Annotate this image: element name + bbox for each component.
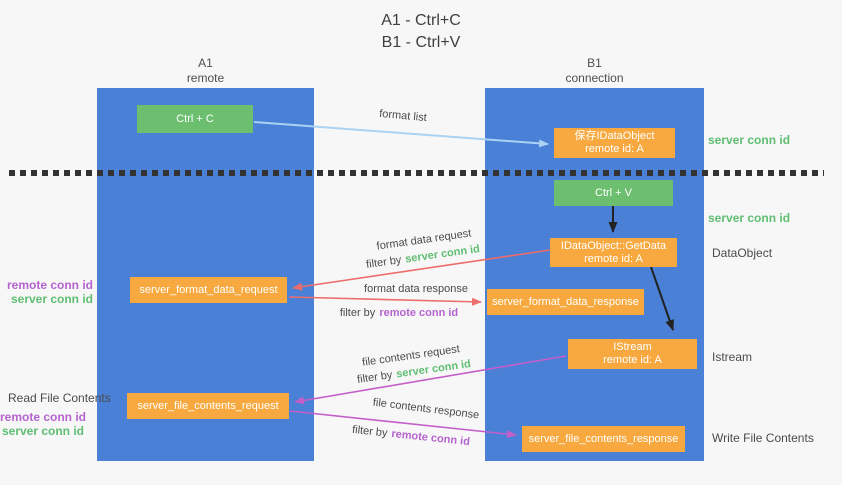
title-line-1: A1 - Ctrl+C <box>381 12 461 29</box>
server-conn-id-label-top: server conn id <box>708 133 791 147</box>
server-format-data-response-node: server_format_data_response <box>487 289 644 315</box>
server-file-contents-response-node: server_file_contents_response <box>522 426 685 452</box>
write-file-contents-label: Write File Contents <box>712 431 814 445</box>
ctrl-v-node: Ctrl + V <box>554 180 673 206</box>
save-dataobject-node: 保存IDataObject remote id: A <box>554 128 675 158</box>
file-contents-response-label: file contents response <box>372 396 480 422</box>
getdata-node: IDataObject::GetData remote id: A <box>550 238 677 267</box>
lane-b1-name: B1 <box>587 56 602 70</box>
server-conn-id-label: server conn id <box>10 292 93 306</box>
lane-a1-role: remote <box>186 71 225 85</box>
title-line-2: B1 - Ctrl+V <box>381 34 461 51</box>
ctrl-v-label: Ctrl + V <box>595 186 632 199</box>
ctrl-c-node: Ctrl + C <box>137 105 253 133</box>
left-conn-id-stack-top: remote conn id server conn id <box>0 278 93 306</box>
session-divider-line <box>9 170 824 176</box>
format-data-response-label: format data response <box>364 283 468 295</box>
server-file-contents-response-label: server_file_contents_response <box>528 432 679 445</box>
read-file-contents-label: Read File Contents <box>8 391 111 405</box>
lane-a1-name: A1 <box>198 56 213 70</box>
server-format-data-request-node: server_format_data_request <box>130 277 287 303</box>
remote-conn-id-label: remote conn id <box>0 410 87 424</box>
istream-node: IStream remote id: A <box>568 339 697 369</box>
getdata-line1: IDataObject::GetData <box>560 239 667 252</box>
save-dataobject-line2: remote id: A <box>585 143 644 155</box>
server-format-data-response-label: server_format_data_response <box>492 295 639 308</box>
server-format-data-request-label: server_format_data_request <box>139 283 278 296</box>
istream-line1: IStream <box>613 341 652 353</box>
ctrl-c-label: Ctrl + C <box>176 112 214 125</box>
server-conn-id-label-mid: server conn id <box>708 211 791 225</box>
lane-b1-header: B1 connection <box>485 56 704 86</box>
lane-a1-header: A1 remote <box>97 56 314 86</box>
getdata-line2: remote id: A <box>584 252 643 265</box>
filter-by-text: filter by <box>365 254 403 271</box>
server-file-contents-request-label: server_file_contents_request <box>137 399 279 412</box>
istream-side-label: Istream <box>712 350 753 364</box>
filter-by-text: filter by <box>351 423 389 440</box>
filter-by-text: filter by <box>356 369 394 386</box>
remote-conn-id-text: remote conn id <box>379 307 459 319</box>
dataobject-label: DataObject <box>712 246 773 260</box>
remote-conn-id-text: remote conn id <box>390 427 471 449</box>
server-file-contents-request-node: server_file_contents_request <box>127 393 289 419</box>
remote-conn-id-label: remote conn id <box>6 278 93 292</box>
istream-line2: remote id: A <box>603 354 662 366</box>
page-title: A1 - Ctrl+C B1 - Ctrl+V <box>0 10 842 54</box>
left-conn-id-stack-bottom: remote conn id server conn id <box>0 410 87 438</box>
format-data-response-arrow <box>288 296 482 306</box>
lane-b1-role: connection <box>565 71 624 85</box>
save-dataobject-line1: 保存IDataObject <box>574 130 655 142</box>
server-conn-id-label: server conn id <box>1 424 84 438</box>
format-list-label: format list <box>378 107 428 125</box>
filter-by-text: filter by <box>339 307 376 319</box>
